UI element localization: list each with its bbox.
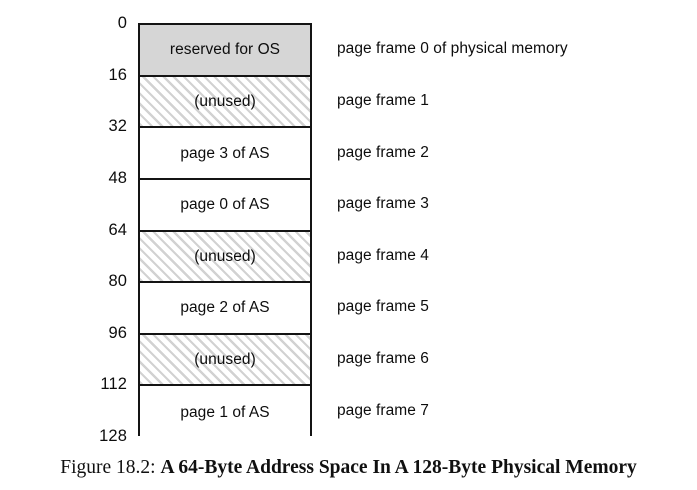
figure-caption-prefix: Figure 18.2: [60,457,156,478]
page-frame-annotation-text: page frame 0 of physical memory [337,40,568,58]
memory-frame-row: reserved for OS [140,25,310,77]
memory-frame-label: page 0 of AS [180,196,270,214]
page-frame-annotation-text: page frame 2 [337,143,429,161]
address-tick-0: 0 [117,14,127,32]
address-tick-112: 112 [100,375,127,394]
memory-frame-label: (unused) [194,92,256,110]
page-frame-annotation-text: page frame 1 [337,91,429,109]
memory-frame-label: (unused) [194,351,256,369]
memory-frame-row: page 0 of AS [140,179,310,232]
address-tick-128: 128 [99,427,127,445]
address-tick-column: 0 16 32 48 64 80 96 112 128 [60,0,127,460]
figure-caption: Figure 18.2: A 64-Byte Address Space In … [0,455,697,481]
page-frame-annotation-row: page frame 2 [337,126,667,178]
memory-frame-row: (unused) [140,76,310,129]
memory-frame-row: page 3 of AS [140,128,310,180]
memory-frame-label: reserved for OS [169,41,281,59]
memory-frame-label: page 1 of AS [180,403,270,421]
page-frame-annotation-row: page frame 0 of physical memory [337,23,667,75]
physical-memory-box: reserved for OS (unused) page 3 of AS page … [138,23,312,438]
address-tick-32: 32 [108,117,127,136]
page-frame-annotation-row: page frame 1 [337,75,667,127]
memory-frame-row: page 1 of AS [140,386,310,438]
address-tick-64: 64 [108,220,127,239]
page-frame-annotation-column: page frame 0 of physical memory page fram… [337,23,667,436]
page-frame-annotation-row: page frame 3 [337,178,667,230]
memory-frame-label: (unused) [194,247,256,265]
memory-frame-row: (unused) [140,231,310,284]
address-tick-16: 16 [108,65,127,84]
page-frame-annotation-text: page frame 5 [337,298,429,316]
address-tick-96: 96 [108,323,127,342]
address-tick-48: 48 [108,168,127,187]
page-frame-annotation-text: page frame 3 [337,195,429,213]
page-frame-annotation-row: page frame 4 [337,230,667,282]
address-tick-80: 80 [108,272,127,291]
memory-frame-row: page 2 of AS [140,283,310,335]
page-frame-annotation-text: page frame 6 [337,350,429,368]
memory-frame-label: page 2 of AS [180,299,270,317]
figure-caption-title: A 64-Byte Address Space In A 128-Byte Ph… [160,457,637,478]
page-frame-annotation-text: page frame 4 [337,246,429,264]
page-frame-annotation-text: page frame 7 [337,401,429,419]
memory-frame-row: (unused) [140,334,310,387]
memory-frame-label: page 3 of AS [180,144,270,162]
page-frame-annotation-row: page frame 5 [337,281,667,333]
page-frame-annotation-row: page frame 6 [337,333,667,385]
page-frame-annotation-row: page frame 7 [337,384,667,436]
